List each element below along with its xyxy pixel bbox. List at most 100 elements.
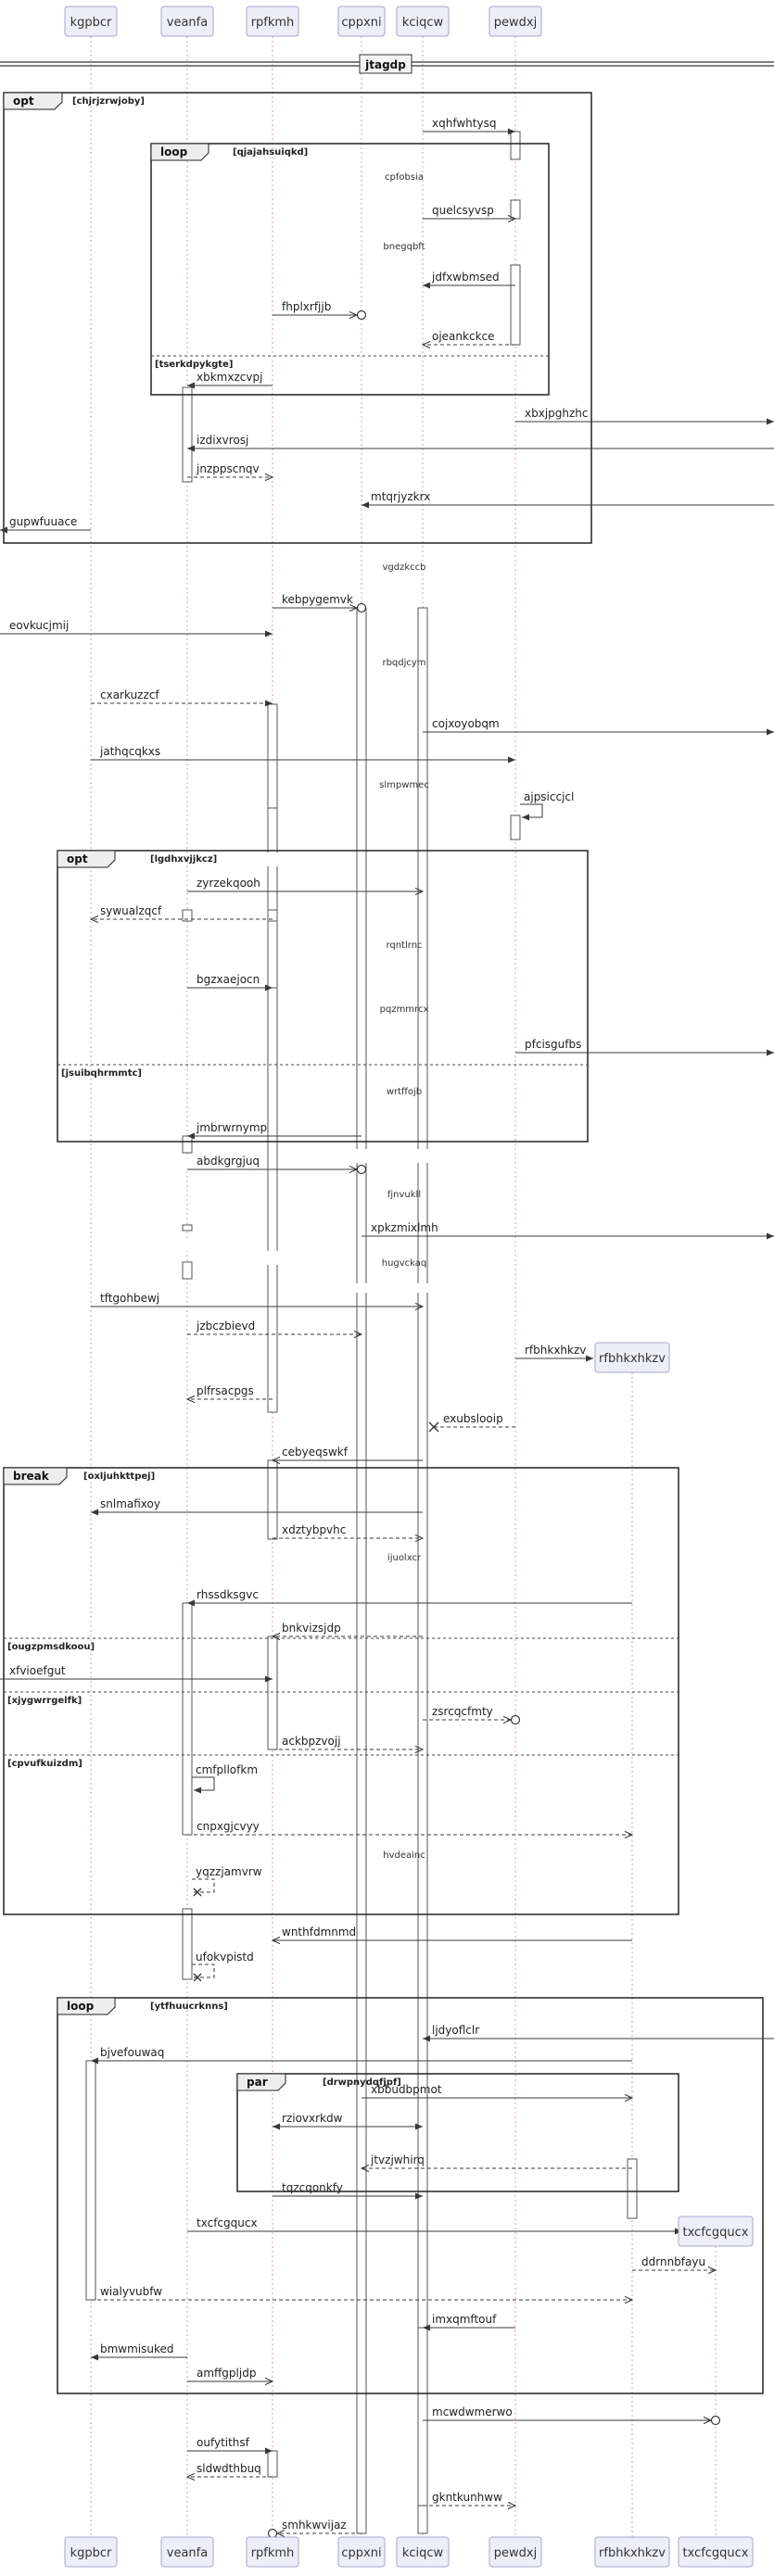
lost-message-circle: [356, 602, 367, 613]
message-label: exubslooip: [443, 1412, 503, 1425]
activation-bar-kciqcw: [417, 2327, 428, 2507]
frame-loop: loop[ytfhuucrknns]: [57, 1997, 764, 2394]
participant-kciqcw-top: kciqcw: [396, 6, 450, 37]
message-label: rhssdksgvc: [197, 1588, 259, 1601]
frames: opt[chjrjzrwjoby]loop[qjajahsuiqkd][tser…: [3, 92, 764, 2394]
message-rfbhkxhkzv: rfbhkxhkzv: [515, 1344, 593, 1362]
message-snlmafixoy: snlmafixoy: [91, 1497, 423, 1516]
message-label: txcfcgqucx: [197, 2216, 258, 2229]
activation-bar-rpfkmh: [267, 987, 278, 1413]
message-bmwmisuked: bmwmisuked: [91, 2342, 187, 2361]
message-label: rfbhkxhkzv: [525, 1344, 586, 1357]
message-label: sywualzqcf: [100, 904, 162, 917]
participant-box: [396, 6, 450, 37]
participant-label: rfbhkxhkzv: [599, 2546, 666, 2560]
message-txcfcgqucx: txcfcgqucx: [187, 2216, 682, 2235]
delays: jtagdpcpfobsiabnegqbftvgdzkccbrbqdjcymsl…: [0, 54, 774, 1861]
delay-label: bnegqbft: [383, 242, 425, 252]
activation-bar-rpfkmh: [267, 1459, 278, 1540]
message-label: cojxoyobqm: [432, 717, 500, 730]
participant-box: [64, 2536, 118, 2568]
activation-gap: [416, 1149, 429, 1163]
message-xbxjpghzhc: xbxjpghzhc: [515, 407, 774, 425]
frame-tab: [3, 1467, 68, 1485]
activation-bar-pewdxj: [510, 199, 521, 220]
frame-guard-label: [drwpnydqfjpf]: [323, 2077, 401, 2088]
participant-label: kciqcw: [402, 16, 444, 30]
participant-box: [337, 2536, 386, 2568]
activation-bar-kgpbcr: [85, 2060, 96, 2301]
frame-tab: [57, 850, 116, 868]
activation-bar-veanfa: [182, 1135, 193, 1154]
message-label: xfvioefgut: [9, 1664, 66, 1677]
activation-bar-veanfa: [182, 1908, 193, 1980]
message-label: ojeankckce: [432, 330, 495, 343]
message-tftgohbewj: tftgohbewj: [91, 1292, 423, 1307]
message-xfvioefgut: xfvioefgut: [0, 1664, 273, 1683]
message-label: rziovxrkdw: [282, 2112, 343, 2125]
participant-box: [246, 2536, 299, 2568]
activation-bar-rfbhkxhkzv: [627, 2158, 638, 2219]
frame-section-guard: [cpvufkuizdm]: [7, 1759, 82, 1769]
message-abdkgrgjuq: abdkgrgjuq: [187, 1155, 367, 1175]
activation-bar-rpfkmh: [267, 2450, 278, 2478]
delay-label: ijuolxcr: [387, 1553, 422, 1563]
participant-box: [678, 2216, 754, 2247]
message-plfrsacpgs: plfrsacpgs: [187, 1384, 273, 1399]
message-label: ajpsiccjcl: [524, 790, 574, 803]
activation-gap: [266, 852, 279, 866]
frame-break: break[oxljuhkttpej][ougzpmsdkoou][xjygwr…: [3, 1467, 679, 1915]
delay-label: rqntlrnc: [386, 941, 422, 951]
message-label: gkntkunhww: [432, 2491, 502, 2504]
message-bnkvizsjdp: bnkvizsjdp: [273, 1622, 423, 1636]
message-cmfpllofkm: cmfpllofkm: [192, 1763, 258, 1794]
message-label: amffgpljdp: [197, 2367, 256, 2380]
frame-guard-label: [oxljuhkttpej]: [83, 1471, 155, 1482]
message-exubslooip: exubslooip: [428, 1412, 515, 1433]
activations: [85, 131, 638, 2534]
message-label: quelcsyvsp: [432, 204, 494, 217]
frame-loop: loop[qjajahsuiqkd][tserkdpykgte]: [150, 143, 550, 396]
message-label: kebpygemvk: [282, 593, 353, 606]
activation-bar-veanfa: [182, 909, 193, 922]
frame-par: par[drwpnydqfjpf]: [236, 2073, 679, 2192]
frame-section-guard: [xjygwrrgelfk]: [7, 1696, 82, 1706]
activation-bar-pewdxj: [510, 131, 521, 160]
activation-gap: [416, 1283, 429, 1293]
message-label: cnpxgjcvyy: [197, 1820, 260, 1833]
participant-pewdxj-top: pewdxj: [489, 6, 542, 37]
lost-message-circle: [710, 2415, 721, 2426]
frame-section-guard: [tserkdpykgte]: [155, 360, 233, 370]
frame-border: [236, 2073, 679, 2192]
message-imxqmftouf: imxqmftouf: [423, 2313, 515, 2331]
message-label: xbkmxzcvpj: [197, 371, 262, 384]
activation-bar-pewdxj: [510, 264, 521, 346]
message-label: jathqcqkxs: [99, 745, 160, 758]
participant-label: veanfa: [167, 2546, 208, 2560]
participant-label: rpfkmh: [251, 16, 295, 30]
message-xbbudbpmot: xbbudbpmot: [362, 2083, 632, 2098]
message-label: pfcisgufbs: [525, 1038, 581, 1051]
message-eovkucjmij: eovkucjmij: [0, 619, 273, 638]
delay-label: vgdzkccb: [383, 562, 426, 573]
frame-guard-label: [ytfhuucrknns]: [150, 2001, 228, 2012]
message-jmbrwrnymp: jmbrwrnymp: [187, 1121, 362, 1140]
message-label: ufokvpistd: [196, 1951, 254, 1964]
activation-gap: [181, 1238, 194, 1251]
activation-bar-rpfkmh: [267, 909, 278, 922]
message-gupwfuuace: gupwfuuace: [0, 515, 91, 534]
participant-box: [678, 2536, 754, 2568]
messages: xqhfwhtysqquelcsyvspjdfxwbmsedfhplxrfjjb…: [0, 117, 774, 2539]
participant-veanfa-top: veanfa: [160, 6, 214, 37]
activation-bar-veanfa: [182, 1261, 193, 1280]
message-label: xbbudbpmot: [371, 2083, 442, 2096]
message-label: smhkwvijaz: [282, 2519, 347, 2532]
message-label: wnthfdmnmd: [282, 1926, 356, 1938]
frame-tab: [57, 1997, 116, 2015]
message-label: ackbpzvojj: [282, 1735, 341, 1748]
participant-label: cppxni: [341, 16, 381, 30]
lost-message-circle: [356, 1164, 367, 1175]
message-jtvzjwhirq: jtvzjwhirq: [362, 2153, 632, 2168]
activation-gap: [266, 1251, 279, 1265]
message-wialyvubfw: wialyvubfw: [91, 2285, 632, 2300]
